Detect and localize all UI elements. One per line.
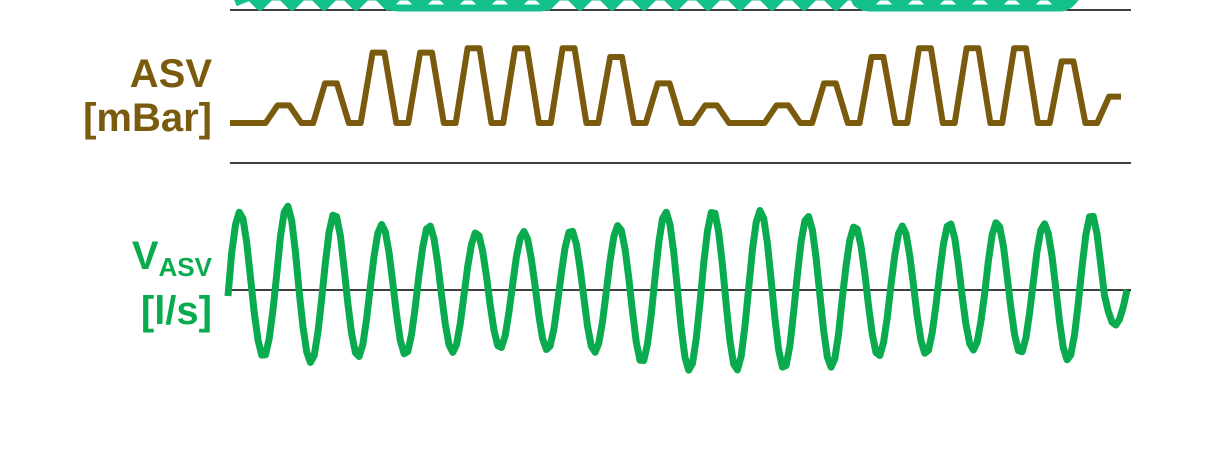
top-trace-panel: [230, 0, 1131, 12]
asv-label-name: ASV: [129, 52, 212, 96]
asv-axis-label: ASV [mBar]: [83, 52, 212, 140]
vasv-panel: [224, 202, 1131, 374]
vasv-label-subscript: ASV: [158, 252, 212, 282]
top-trace-loop-left: [380, 0, 554, 12]
vasv-label-unit: [l/s]: [140, 289, 212, 333]
vasv-axis-label: VASV [l/s]: [132, 234, 212, 333]
vasv-label-name: V: [131, 234, 159, 278]
asv-label-unit: [mBar]: [83, 96, 212, 140]
asv-series-line: [230, 45, 1121, 126]
asv-panel: [230, 45, 1131, 164]
vasv-label-name-line: VASV: [132, 234, 212, 289]
top-trace-loop-right: [850, 0, 1079, 12]
vasv-series-line: [224, 202, 1131, 374]
